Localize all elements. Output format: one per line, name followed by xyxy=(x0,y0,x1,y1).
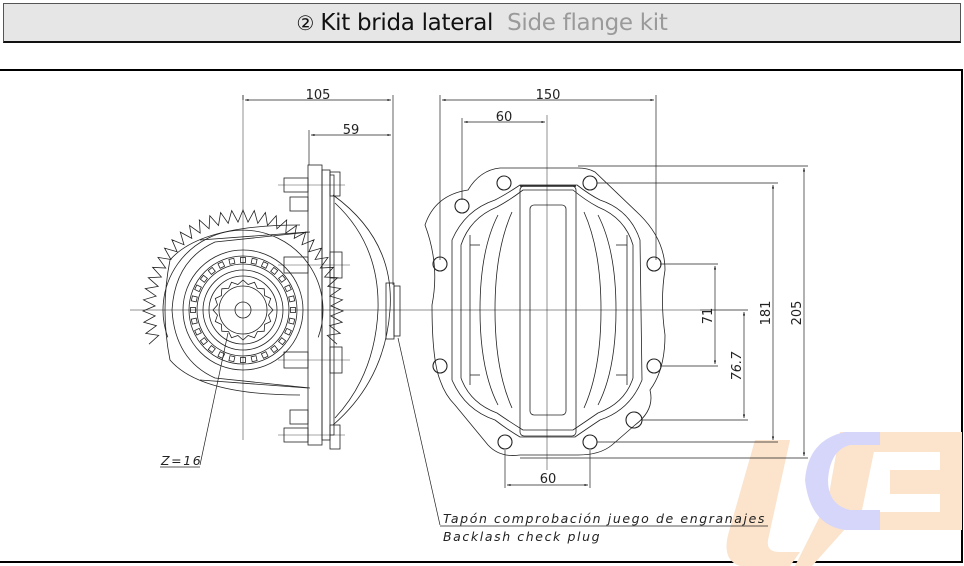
dim-105: 105 xyxy=(306,88,331,103)
leader-z16 xyxy=(199,332,229,466)
bearing-roller xyxy=(290,307,296,313)
bearing-roller xyxy=(194,284,202,293)
right-view xyxy=(420,115,700,470)
plug-note-spanish: Tapón comprobación juego de engranajes xyxy=(443,511,766,526)
dim-76-7: 76.7 xyxy=(730,351,745,381)
bearing-roller xyxy=(284,284,292,293)
cover-arc xyxy=(332,194,391,426)
bearing-roller xyxy=(194,327,202,336)
bearing-roller xyxy=(190,307,196,313)
bearing-outer xyxy=(182,249,304,371)
bearing-roller xyxy=(288,317,296,325)
watermark-c xyxy=(805,432,880,530)
bearing-roller xyxy=(260,261,269,269)
bearing-roller xyxy=(278,274,287,283)
bearing-roller xyxy=(217,261,226,269)
watermark-u-left xyxy=(726,440,800,566)
bearing-roller xyxy=(207,266,216,275)
shaft-bore xyxy=(234,301,252,319)
bearing-roller xyxy=(270,266,279,275)
dim-71: 71 xyxy=(701,308,716,325)
gear-teeth-label: Z=16 xyxy=(160,453,202,468)
dim-60-bottom: 60 xyxy=(540,472,557,487)
bearing-roller xyxy=(228,257,236,265)
plug-note-english: Backlash check plug xyxy=(443,529,601,544)
flange-bolts xyxy=(278,171,350,450)
section-title-english: Side flange kit xyxy=(507,9,668,36)
gear-root xyxy=(162,229,324,338)
drawing-frame xyxy=(0,69,963,563)
bearing-roller xyxy=(199,274,208,283)
pinion xyxy=(218,285,268,335)
pinion-teeth xyxy=(212,279,274,341)
gear-teeth xyxy=(141,208,345,345)
bearing-rollers xyxy=(190,257,296,363)
right-dimensions xyxy=(439,95,808,488)
left-dimensions xyxy=(160,95,768,527)
bearing-roller xyxy=(228,355,236,363)
section-number: ② xyxy=(296,10,315,35)
flange-plate xyxy=(307,164,323,446)
dim-59: 59 xyxy=(343,123,360,138)
bearing-roller xyxy=(199,337,208,346)
bearing-roller xyxy=(260,351,269,359)
bearing-roller xyxy=(190,317,198,325)
bearing-roller xyxy=(207,345,216,354)
watermark-u-right xyxy=(795,432,878,566)
flange-outline xyxy=(424,167,666,456)
dim-205: 205 xyxy=(790,301,805,326)
bearing-roller xyxy=(240,357,246,363)
bearing-roller xyxy=(250,257,258,265)
watermark-b xyxy=(874,432,962,530)
section-title-spanish: Kit brida lateral xyxy=(320,9,494,36)
bearing-roller xyxy=(190,295,198,303)
bearing-roller xyxy=(288,295,296,303)
bearing-roller xyxy=(250,355,258,363)
dim-60-top: 60 xyxy=(496,110,513,125)
bearing-roller xyxy=(270,345,279,354)
dim-150: 150 xyxy=(536,88,561,103)
housing-outline xyxy=(164,224,301,396)
bearing-roller xyxy=(240,257,246,263)
bearing-roller xyxy=(284,327,292,336)
bearing-roller xyxy=(217,351,226,359)
leader-plug xyxy=(397,337,441,526)
bearing-roller xyxy=(278,337,287,346)
dim-181: 181 xyxy=(759,301,774,326)
left-view xyxy=(130,95,420,450)
ring-gear xyxy=(141,208,345,345)
watermark-logo xyxy=(726,432,962,566)
section-header: ② Kit brida lateral Side flange kit xyxy=(3,3,961,43)
housing-inner xyxy=(171,231,311,389)
pinion-tooth-profile xyxy=(212,279,274,341)
center-rib xyxy=(519,185,577,437)
